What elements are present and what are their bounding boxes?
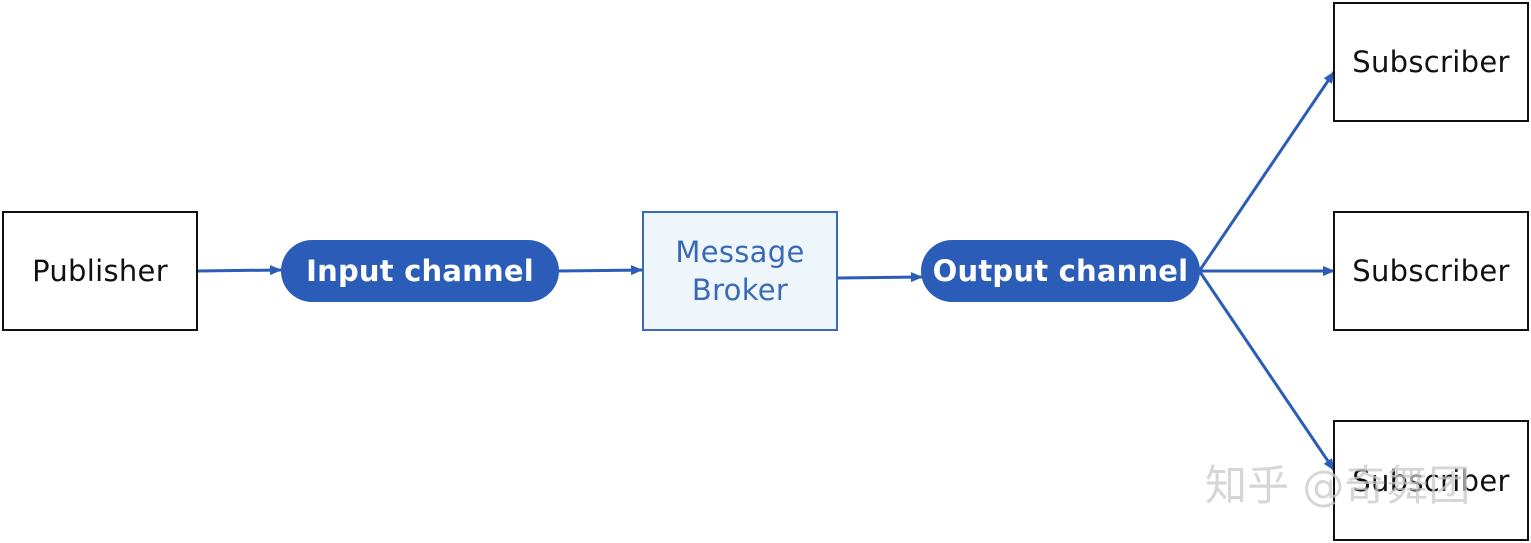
broker-label-line1: Message bbox=[675, 235, 805, 269]
output-channel-pill: Output channel bbox=[921, 240, 1200, 302]
output-channel-label: Output channel bbox=[932, 254, 1189, 288]
arrow-input-to-broker bbox=[557, 265, 643, 276]
arrow-broker-to-output bbox=[837, 272, 923, 283]
subscriber-box-2: Subscriber bbox=[1333, 211, 1529, 331]
subscriber-box-3: Subscriber bbox=[1333, 420, 1529, 541]
arrow-output-to-subscriber-3 bbox=[1198, 271, 1336, 471]
subscriber-label-3: Subscriber bbox=[1352, 463, 1510, 498]
publisher-label: Publisher bbox=[32, 254, 168, 288]
subscriber-label-2: Subscriber bbox=[1352, 254, 1510, 288]
watermark-text: 知乎 @奇舞团 bbox=[1205, 461, 1471, 510]
publisher-box: Publisher bbox=[2, 211, 198, 331]
arrow-output-to-subscriber-1 bbox=[1198, 71, 1336, 271]
broker-label-line2: Broker bbox=[691, 273, 789, 307]
message-broker-box: Message Broker bbox=[642, 211, 838, 331]
subscriber-label-1: Subscriber bbox=[1352, 45, 1510, 79]
arrow-publisher-to-input bbox=[196, 265, 282, 276]
input-channel-label: Input channel bbox=[306, 254, 534, 288]
input-channel-pill: Input channel bbox=[281, 240, 559, 302]
subscriber-box-1: Subscriber bbox=[1333, 2, 1529, 122]
